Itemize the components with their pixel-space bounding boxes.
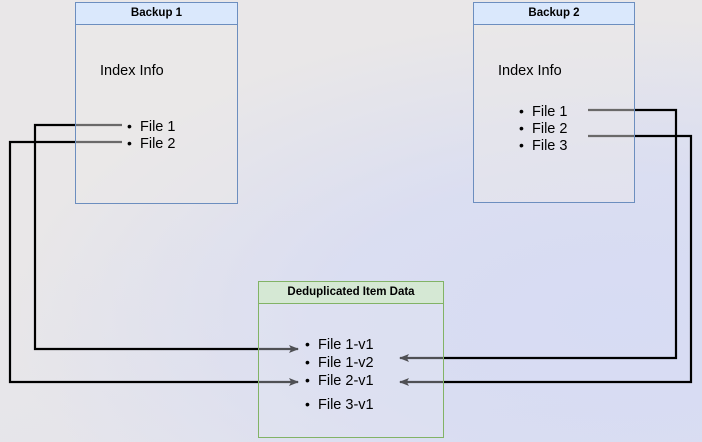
list-item: File 2 [126, 135, 175, 153]
backup-1-index-info-label: Index Info [100, 63, 164, 79]
list-item: File 3-v1 [304, 395, 374, 414]
backup-2-file-list: File 1 File 2 File 3 [518, 103, 567, 155]
list-item: File 1 [126, 118, 175, 136]
list-item: File 3 [518, 137, 567, 155]
node-deduplicated-item-data-body: File 1-v1 File 1-v2 File 2-v1 File 3-v1 [259, 304, 443, 437]
node-backup-1-title: Backup 1 [76, 3, 237, 25]
list-item: File 1 [518, 103, 567, 121]
node-backup-2[interactable]: Backup 2 Index Info File 1 File 2 File 3 [473, 2, 635, 203]
node-backup-2-body: Index Info File 1 File 2 File 3 [474, 25, 634, 202]
edge-backup2-file2-to-dedup-file2v1 [399, 134, 693, 386]
list-item: File 1-v1 [304, 335, 374, 354]
backup-2-index-info-label: Index Info [498, 63, 562, 79]
node-backup-1[interactable]: Backup 1 Index Info File 1 File 2 [75, 2, 238, 204]
node-deduplicated-item-data-title: Deduplicated Item Data [259, 282, 443, 304]
list-item: File 2-v1 [304, 371, 374, 390]
edge-backup2-file1-to-dedup-file1v2 [399, 108, 678, 362]
backup-1-file-list: File 1 File 2 [126, 118, 175, 153]
edge-backup1-file1-to-dedup-file1v1 [33, 123, 299, 353]
node-backup-2-title: Backup 2 [474, 3, 634, 25]
list-item: File 1-v2 [304, 353, 374, 372]
edge-backup1-file2-to-dedup-file2v1 [8, 140, 299, 386]
node-deduplicated-item-data[interactable]: Deduplicated Item Data File 1-v1 File 1-… [258, 281, 444, 438]
node-backup-1-body: Index Info File 1 File 2 [76, 25, 237, 203]
list-item: File 2 [518, 120, 567, 138]
deduplicated-item-list: File 1-v1 File 1-v2 File 2-v1 File 3-v1 [304, 335, 374, 414]
